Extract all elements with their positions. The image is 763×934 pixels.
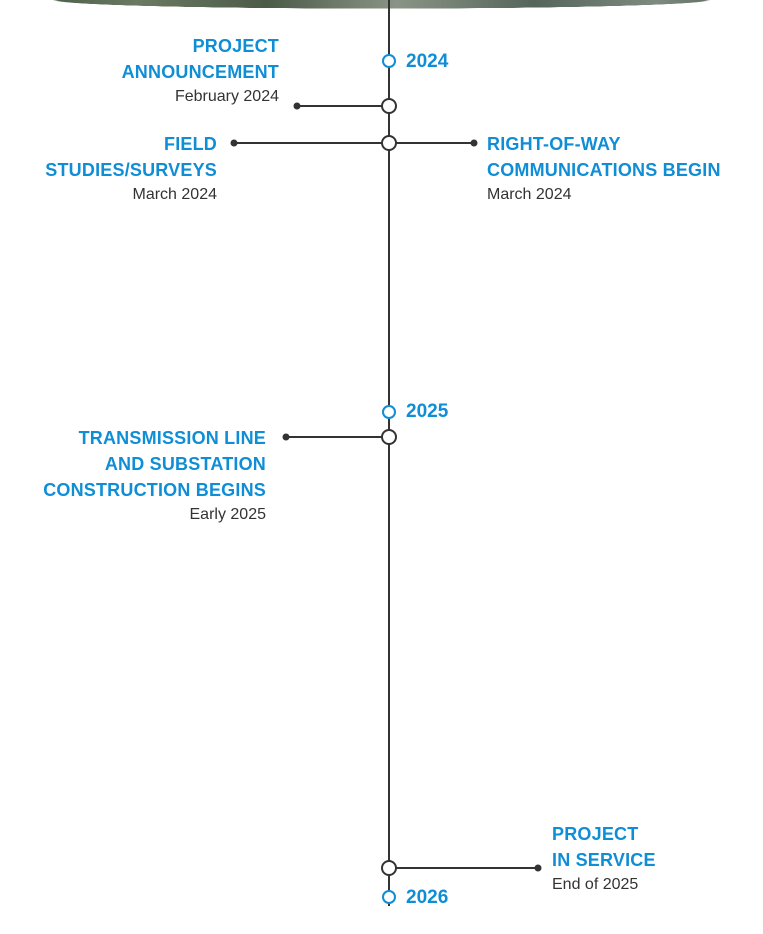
milestone-title: IN SERVICE xyxy=(552,850,656,870)
milestone-title: AND SUBSTATION xyxy=(104,454,266,474)
year-label-2026: 2026 xyxy=(406,887,449,908)
milestone-date: End of 2025 xyxy=(552,876,639,893)
milestone-title: COMMUNICATIONS BEGIN xyxy=(487,160,721,180)
node-march-2024 xyxy=(381,135,397,151)
milestone-title: STUDIES/SURVEYS xyxy=(45,160,217,180)
milestone-date: Early 2025 xyxy=(189,506,267,523)
header-photo xyxy=(0,0,763,10)
milestone-field-studies: FIELD STUDIES/SURVEYS March 2024 xyxy=(7,131,217,205)
milestone-title: PROJECT xyxy=(192,36,279,56)
milestone-construction: TRANSMISSION LINE AND SUBSTATION CONSTRU… xyxy=(4,425,266,525)
endpoint-project-announcement xyxy=(293,102,301,110)
milestone-title: CONSTRUCTION BEGINS xyxy=(43,480,266,500)
endpoint-field-studies xyxy=(230,139,238,147)
year-marker-2024 xyxy=(382,54,396,68)
milestone-right-of-way: RIGHT-OF-WAY COMMUNICATIONS BEGIN March … xyxy=(487,131,762,205)
endpoint-construction xyxy=(282,433,290,441)
milestone-title: TRANSMISSION LINE xyxy=(78,428,266,448)
year-marker-2026 xyxy=(382,890,396,904)
milestone-title: RIGHT-OF-WAY xyxy=(487,134,621,154)
year-label-2025: 2025 xyxy=(406,401,449,422)
node-construction xyxy=(381,429,397,445)
milestone-title: PROJECT xyxy=(552,824,639,844)
milestone-date: February 2024 xyxy=(174,88,279,105)
milestone-title: FIELD xyxy=(164,134,217,154)
endpoint-right-of-way xyxy=(470,139,478,147)
endpoint-in-service xyxy=(534,864,542,872)
milestone-project-announcement: PROJECT ANNOUNCEMENT February 2024 xyxy=(19,33,279,107)
node-project-announcement xyxy=(381,98,397,114)
milestone-date: March 2024 xyxy=(132,186,218,203)
year-marker-2025 xyxy=(382,405,396,419)
milestone-date: March 2024 xyxy=(487,186,572,203)
milestone-in-service: PROJECT IN SERVICE End of 2025 xyxy=(552,821,752,895)
milestone-title: ANNOUNCEMENT xyxy=(121,62,279,82)
node-in-service xyxy=(381,860,397,876)
year-label-2024: 2024 xyxy=(406,51,449,72)
